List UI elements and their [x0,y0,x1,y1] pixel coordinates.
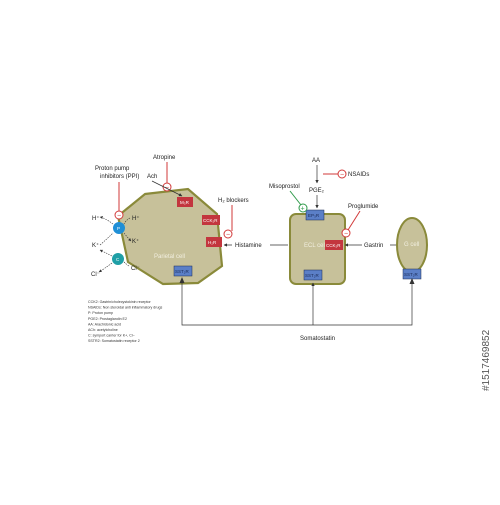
h2-blockers-label: H₂ blockers [218,198,249,204]
svg-text:SST₂R: SST₂R [305,273,319,278]
somatostatin-arrowhead-g [409,278,415,284]
g-cell-label: G cell [404,242,419,248]
svg-text:−: − [226,232,230,239]
svg-text:P: P [117,226,120,231]
m3-receptor: M₃R [177,197,193,207]
svg-text:CCK₂R: CCK₂R [203,218,218,223]
pge2-label: PGE₂ [309,188,325,194]
somatostatin-line [181,280,413,326]
legend-item: C: symport carrier for K+, Cl− [88,334,135,338]
svg-text:SST₂R: SST₂R [404,272,418,277]
sst2-receptor-parietal: SST₂R [173,265,193,277]
arrow-k-in [99,232,114,246]
cck2-receptor-ecl: CCK₂R [325,240,343,250]
svg-text:CCK₂R: CCK₂R [326,243,341,248]
arrow-cl-in [123,261,130,267]
h2-receptor: H₂R [206,237,222,247]
ppi-label-2: inhibitors (PPI) [100,174,139,180]
svg-text:M₃R: M₃R [180,200,190,205]
svg-text:EP₃R: EP₃R [308,213,320,218]
nsaids-inhibit-sign: − [337,169,347,179]
watermark-id: #1517469852 [481,329,492,391]
proton-pump: P [113,222,125,234]
somatostatin-arrowhead-parietal [179,277,185,283]
proglumide-line [347,210,361,231]
ion-k-out: K⁺ [92,242,99,249]
svg-text:+: + [301,206,305,213]
nsaids-label: NSAIDs [348,172,369,178]
ion-cl-in: Cl⁻ [131,266,140,272]
svg-text:−: − [117,213,121,220]
legend-item: PGE2: Prostaglandin E2 [88,317,127,321]
svg-text:SST₂R: SST₂R [175,269,189,274]
somatostatin-label: Somatostatin [300,336,335,342]
atropine-inhibit-sign: − [162,182,172,192]
legend-item: SSTR2: Somatostatin receptor 2 [88,339,140,343]
ppi-label-1: Proton pump [95,166,130,172]
arrow-k-to-pump [123,232,132,242]
h2-blockers-inhibit-sign: − [223,229,233,239]
arrow-h-out [99,216,114,225]
misoprostol-label: Misoprostol [269,184,300,190]
misoprostol-stimulate-sign: + [298,203,308,213]
svg-text:−: − [165,185,169,192]
cck2-receptor-parietal: CCK₂R [202,215,220,225]
histamine-label: Histamine [235,243,262,249]
ppi-inhibit-sign: − [114,210,124,220]
aa-label: AA [312,158,320,164]
sst2-receptor-ecl: SST₂R [303,269,323,281]
ecl-cell-label: ECL cell [304,243,326,249]
legend: CCK2: Gastrin/cholecystokinin receptorNS… [88,300,163,343]
proglumide-inhibit-sign: − [341,228,351,238]
parietal-cell-label: Parietal cell [154,254,185,260]
svg-text:H₂R: H₂R [208,240,217,245]
legend-item: CCK2: Gastrin/cholecystokinin receptor [88,300,152,304]
ion-h-out: H⁺ [92,215,100,222]
arrow-k-out [99,249,113,257]
gastrin-label: Gastrin [364,243,383,249]
legend-item: AA: Arachidonic acid [88,322,121,326]
legend-item: P: Proton pump [88,311,113,315]
ion-cl-out: Cl⁻ [91,272,100,278]
ion-k-in: K⁺ [132,238,139,245]
svg-text:−: − [344,231,348,238]
ach-arrow [151,180,183,197]
svg-text:−: − [340,172,344,179]
ep-receptor: EP₃R [305,209,325,221]
proglumide-label: Proglumide [348,204,379,210]
arrow-h-in [123,217,131,225]
legend-item: NSAIDs: Non steroidal anti inflammatory … [88,306,163,310]
misoprostol-line [289,190,302,206]
arrow-cl-out [98,262,113,273]
atropine-label: Atropine [153,155,176,161]
legend-item: ACh: acetylcholine [88,328,118,332]
ach-label: Ach [147,174,157,180]
symport-carrier: C [112,253,124,265]
ion-h-in: H⁺ [132,215,140,222]
svg-text:C: C [116,257,120,262]
sst2-receptor-g: SST₂R [402,268,422,280]
